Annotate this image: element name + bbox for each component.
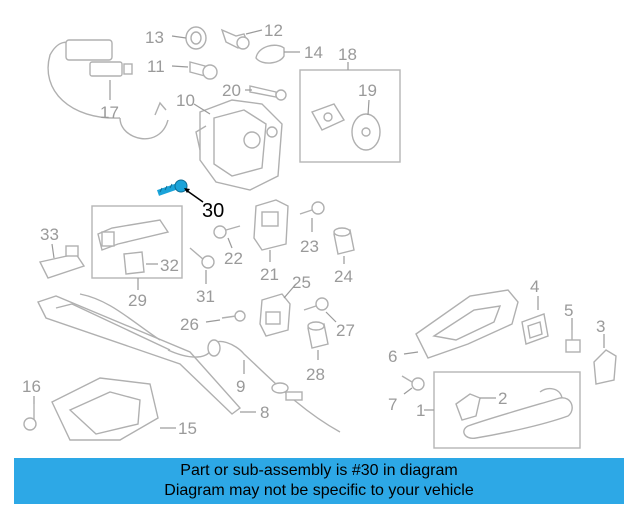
part-28-bushing [307,321,329,349]
callout-11: 11 [147,57,165,76]
callout-20: 20 [222,81,241,100]
callout-3: 3 [596,317,605,336]
banner-line-1: Part or sub-assembly is #30 in diagram [180,462,458,479]
part-19-plate [310,103,381,151]
callout-32: 32 [160,256,179,275]
part-5-clip [565,330,581,353]
part-31-bolt [189,247,215,269]
callout-5: 5 [564,301,573,320]
callout-19: 19 [358,81,377,100]
part-12-pin [220,28,250,50]
banner-line-2: Diagram may not be specific to your vehi… [164,482,474,499]
part-29-bracket [97,219,170,251]
callout-1: 1 [416,401,425,420]
callout-17: 17 [100,103,119,122]
leader-30-arrowhead [184,188,190,193]
leader-33 [51,243,55,259]
callout-12: 12 [264,21,283,40]
part-27-screw [303,297,329,311]
part-7-screw [401,375,425,391]
callout-24: 24 [334,267,353,286]
part-24-bushing [333,227,355,255]
callout-13: 13 [145,28,164,47]
part-29-box [91,205,183,279]
leader-19 [367,99,370,116]
callout-26: 26 [180,315,199,334]
leader-6 [403,351,419,355]
leader-11 [171,65,189,68]
part-20-screw [249,85,287,101]
part-info-banner: Part or sub-assembly is #30 in diagram D… [14,458,624,504]
part-3-end-cap [593,349,617,385]
part-23-bolt [299,201,325,215]
callout-10: 10 [176,91,195,110]
part-2-bezel [455,393,481,421]
leader-7 [403,387,413,395]
callout-23: 23 [300,237,319,256]
callout-31: 31 [196,287,215,306]
callout-6: 6 [388,347,397,366]
leader-27 [325,311,337,323]
callout-33: 33 [40,225,59,244]
callout-29: 29 [128,291,147,310]
part-33-connector [38,245,86,279]
callout-16: 16 [22,377,41,396]
callout-25: 25 [292,273,311,292]
part-1-outer-handle [463,387,573,439]
callout-30: 30 [202,200,224,222]
part-14-cap [255,44,285,64]
callout-9: 9 [236,377,245,396]
leader-13 [171,35,187,39]
callout-18: 18 [338,45,357,64]
leader-22 [227,237,233,249]
part-30-highlighted-screw [157,179,188,196]
callout-2: 2 [498,389,507,408]
part-11-bolt [189,61,218,80]
part-16-bolt [23,404,37,431]
part-10-latch-assembly [195,99,283,191]
part-32-seal [123,251,145,275]
part-21-bracket [253,199,289,251]
part-6-handle-frame [415,289,519,359]
part-22-screw [213,225,241,239]
leader-25 [283,283,297,299]
part-18-box [299,69,401,163]
callout-7: 7 [388,395,397,414]
part-8-trim-rail [37,293,242,415]
leader-10 [193,103,211,115]
leader-12 [245,29,263,35]
callout-21: 21 [260,265,279,284]
part-9-cable [167,339,341,433]
leader-30 [185,189,204,203]
part-4-cover [521,313,549,345]
callout-27: 27 [336,321,355,340]
part-13-grommet [185,26,207,50]
callout-8: 8 [260,403,269,422]
callout-22: 22 [224,249,243,268]
part-25-block [259,293,291,337]
callout-28: 28 [306,365,325,384]
leader-26 [205,319,221,323]
callout-15: 15 [178,419,197,438]
part-15-carrier [51,377,159,441]
part-26-bolt [221,310,246,322]
callout-4: 4 [530,277,539,296]
callout-14: 14 [304,43,323,62]
exploded-parts-diagram: 17 13 11 12 14 20 18 19 [22,21,617,449]
part-17-cable [47,39,169,140]
